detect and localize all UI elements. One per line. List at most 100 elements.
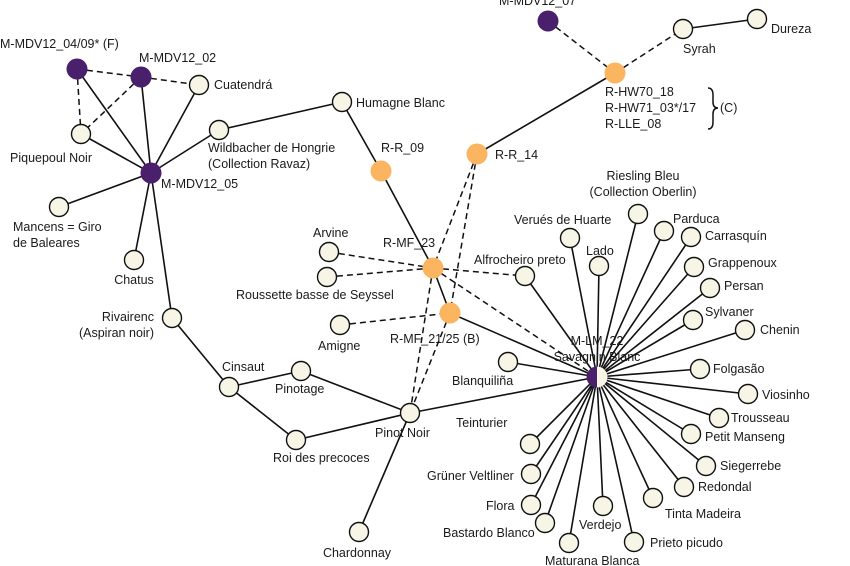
label-grappenoux: Grappenoux [708, 256, 778, 270]
node-circle [627, 203, 649, 225]
edge-rr14-rmf2125 [449, 153, 478, 314]
label-gruner: Grüner Veltliner [427, 469, 514, 483]
node-circle [623, 531, 645, 553]
node-roi[interactable] [285, 429, 307, 451]
label-maturana: Maturana Blanca [545, 554, 640, 566]
label-chatus: Chatus [114, 273, 154, 287]
node-humagne[interactable] [331, 91, 353, 113]
node-piquepoul[interactable] [70, 123, 92, 145]
node-circle [123, 249, 145, 271]
label-parduca: Parduca [673, 212, 720, 226]
node-parduca[interactable] [653, 220, 675, 242]
node-alfrocheiro[interactable] [514, 265, 536, 287]
node-roussette[interactable] [316, 266, 338, 288]
node-redondal[interactable] [673, 476, 695, 498]
node-pinotnoir[interactable] [399, 402, 421, 424]
group-c-annotation: (C) [707, 87, 737, 130]
edge-veruesh-mlm22 [569, 237, 598, 378]
label-rr14: R-R_14 [495, 148, 538, 162]
node-circle [520, 494, 542, 516]
edge-rivairenc-mmdv05 [150, 172, 173, 319]
edge-folgasao-mlm22 [596, 368, 701, 378]
node-circle [316, 266, 338, 288]
node-riesling[interactable] [627, 203, 649, 225]
edge-parduca-mlm22 [596, 230, 665, 378]
node-rmf2125[interactable] [439, 302, 461, 324]
edge-redondal-mlm22 [596, 376, 685, 488]
node-carrasquin[interactable] [680, 226, 702, 248]
node-mancens[interactable] [48, 196, 70, 218]
node-chenin[interactable] [734, 319, 756, 341]
node-verdejo[interactable] [592, 495, 614, 517]
node-mmdv0409[interactable] [66, 58, 88, 80]
node-mmdv07[interactable] [537, 10, 559, 32]
node-circle [48, 196, 70, 218]
node-rr09[interactable] [370, 160, 392, 182]
node-mmdv05[interactable] [140, 162, 162, 184]
node-dureza[interactable] [746, 8, 768, 30]
node-viosinho[interactable] [737, 383, 759, 405]
label-folgasao: Folgasão [713, 362, 764, 376]
node-lado[interactable] [588, 255, 610, 277]
node-gruner[interactable] [520, 463, 542, 485]
node-persan[interactable] [699, 277, 721, 299]
node-wildbacher[interactable] [208, 119, 230, 141]
node-veruesh[interactable] [559, 227, 581, 249]
node-amigne[interactable] [329, 314, 351, 336]
label-rmf23: R-MF_23 [383, 236, 435, 250]
node-rmf23[interactable] [422, 257, 444, 279]
node-cinsaut[interactable] [218, 376, 240, 398]
node-rhw[interactable] [604, 62, 626, 84]
node-arvine[interactable] [318, 241, 340, 263]
label-chenin: Chenin [760, 323, 800, 337]
label-mlm22-line2: Savagnin Blanc [554, 350, 641, 364]
node-siegerrebe[interactable] [695, 455, 717, 477]
node-teinturier[interactable] [519, 433, 541, 455]
node-mlm22[interactable] [586, 366, 608, 388]
node-folgasao[interactable] [689, 358, 711, 380]
node-circle [466, 143, 488, 165]
node-circle [188, 74, 210, 96]
edge-arvine-rmf23 [328, 251, 434, 269]
label-arvine: Arvine [313, 226, 348, 240]
node-rivairenc[interactable] [161, 307, 183, 329]
edge-riesling-mlm22 [596, 213, 639, 378]
edge-mmdv02-piquepoul [80, 76, 142, 135]
node-trousseau[interactable] [708, 407, 730, 429]
edge-tintamadeira-mlm22 [596, 376, 654, 499]
node-sylvaner[interactable] [682, 309, 704, 331]
node-circle [708, 407, 730, 429]
node-rr14[interactable] [466, 143, 488, 165]
node-chardonnay[interactable] [348, 521, 370, 543]
edge-mancens-mmdv05 [58, 172, 152, 208]
label-mancens-line2: de Baleares [13, 236, 80, 250]
node-mmdv02[interactable] [130, 66, 152, 88]
edge-mmdv07-rhw [547, 20, 616, 74]
node-circle [680, 423, 702, 445]
node-maturana[interactable] [558, 532, 580, 554]
node-tintamadeira[interactable] [642, 487, 664, 509]
edge-rmf23-pinotnoir [409, 267, 434, 414]
label-rivairenc-line1: Rivairenc [102, 310, 154, 324]
label-persan: Persan [724, 279, 764, 293]
edge-lado-mlm22 [596, 265, 600, 378]
node-chatus[interactable] [123, 249, 145, 271]
node-syrah[interactable] [672, 18, 694, 40]
label-veruesh: Verués de Huarte [514, 213, 611, 227]
node-circle [588, 255, 610, 277]
node-blanquilina[interactable] [497, 351, 519, 373]
node-circle [290, 360, 312, 382]
node-circle [534, 512, 556, 534]
label-wildbacher-line2: (Collection Ravaz) [208, 157, 310, 171]
node-cuatendra[interactable] [188, 74, 210, 96]
node-grappenoux[interactable] [683, 256, 705, 278]
node-circle [208, 119, 230, 141]
node-petitmanseng[interactable] [680, 423, 702, 445]
edge-viosinho-mlm22 [596, 376, 749, 395]
node-prieto[interactable] [623, 531, 645, 553]
node-flora[interactable] [520, 494, 542, 516]
label-mlm22-line1: M-LM_22 [571, 334, 624, 348]
node-bastardo[interactable] [534, 512, 556, 534]
node-pinotage[interactable] [290, 360, 312, 382]
label-alfrocheiro: Alfrocheiro preto [474, 253, 566, 267]
